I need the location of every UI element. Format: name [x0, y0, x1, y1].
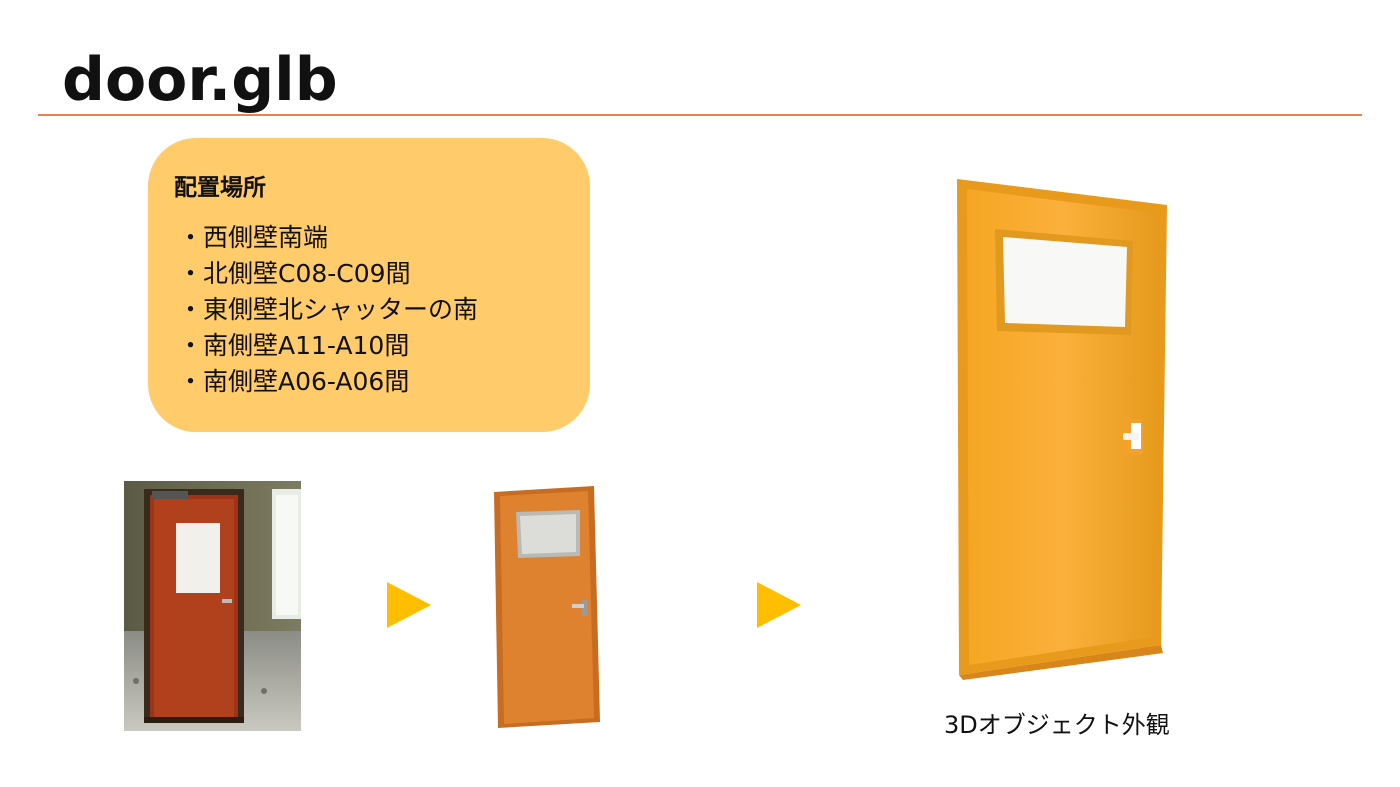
door-model-large-image: [957, 179, 1167, 680]
placement-box: 配置場所 西側壁南端 北側壁C08-C09間 東側壁北シャッターの南 南側壁A1…: [148, 138, 590, 432]
door-photo-image: [124, 481, 301, 731]
title-divider: [38, 114, 1362, 116]
placement-item: 北側壁C08-C09間: [178, 256, 478, 292]
triangle-right-icon: [757, 582, 801, 628]
placement-item: 東側壁北シャッターの南: [178, 292, 478, 328]
slide-title: door.glb: [62, 45, 338, 115]
door-model-small-image: [494, 486, 600, 728]
placement-list: 西側壁南端 北側壁C08-C09間 東側壁北シャッターの南 南側壁A11-A10…: [178, 220, 478, 400]
placement-item: 南側壁A11-A10間: [178, 328, 478, 364]
placement-item: 南側壁A06-A06間: [178, 364, 478, 400]
figure-caption: 3Dオブジェクト外観: [944, 711, 1170, 739]
placement-item: 西側壁南端: [178, 220, 478, 256]
placement-heading: 配置場所: [174, 175, 266, 201]
triangle-right-icon: [387, 582, 431, 628]
